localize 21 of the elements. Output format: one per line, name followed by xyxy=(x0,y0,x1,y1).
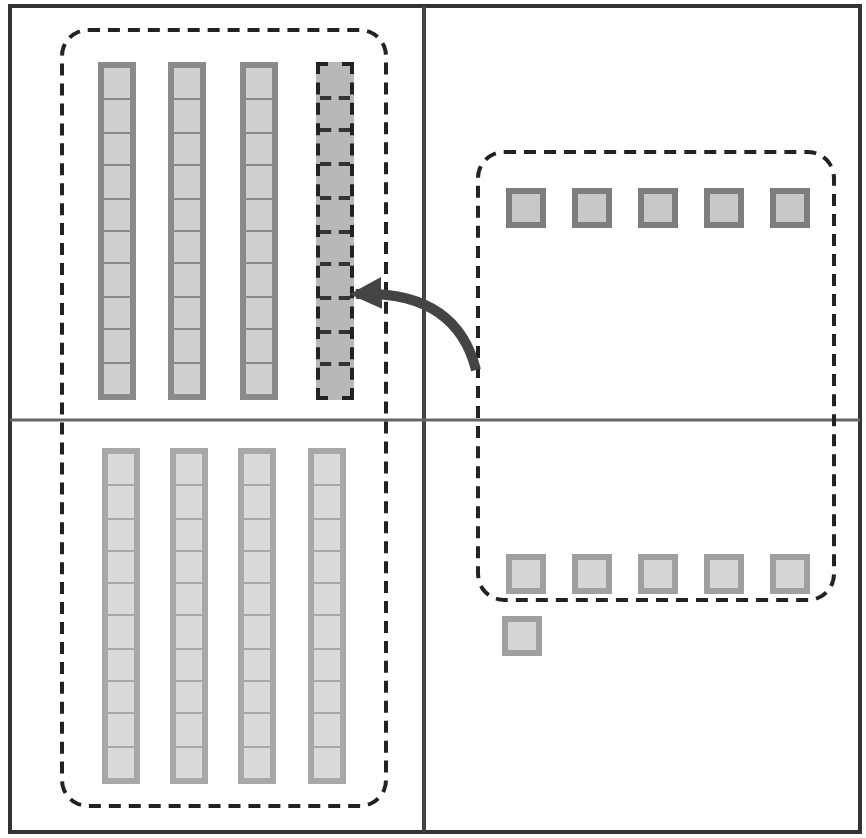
ten-rod xyxy=(238,448,276,784)
ten-rod xyxy=(308,448,346,784)
unit-cube xyxy=(506,188,546,228)
ten-rod xyxy=(168,62,206,400)
unit-cube xyxy=(770,554,810,594)
unit-cube xyxy=(502,616,542,656)
ten-rod xyxy=(316,62,354,400)
dashed-group-outline xyxy=(60,28,388,808)
ten-rod xyxy=(240,62,278,400)
unit-cube xyxy=(638,188,678,228)
ten-rod xyxy=(98,62,136,400)
unit-cube xyxy=(770,188,810,228)
dashed-group-outline xyxy=(476,150,836,602)
unit-cube xyxy=(572,188,612,228)
unit-cube xyxy=(638,554,678,594)
ten-rod xyxy=(170,448,208,784)
unit-cube xyxy=(572,554,612,594)
unit-cube xyxy=(704,188,744,228)
ten-rod xyxy=(102,448,140,784)
unit-cube xyxy=(704,554,744,594)
unit-cube xyxy=(506,554,546,594)
